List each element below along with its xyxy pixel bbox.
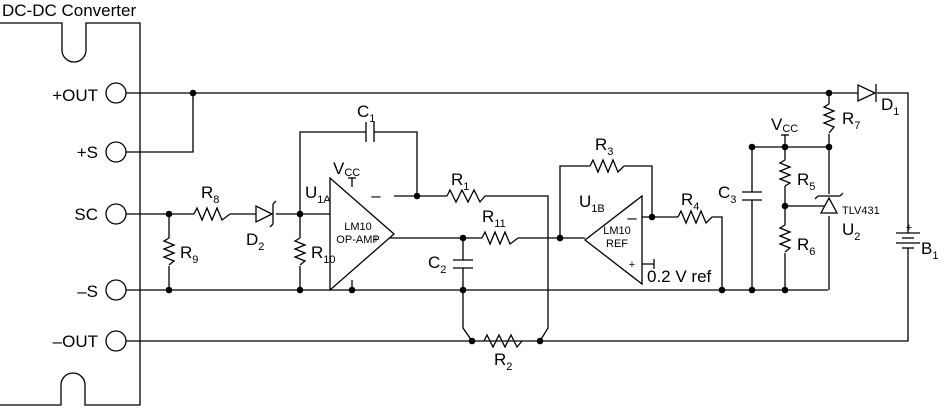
resistor-r3: [589, 158, 625, 174]
junction-dot: [296, 210, 304, 218]
label-d2: D2: [246, 230, 264, 253]
resistor-r1: [446, 188, 486, 204]
terminal-s-pos-label: +S: [77, 143, 98, 162]
vcc-label-u1a: VCC: [333, 159, 360, 179]
u1b-type-label: REF: [606, 238, 628, 250]
label-r5: R5: [797, 170, 815, 193]
u1b-minus-pin: –: [627, 208, 637, 227]
junction-dot: [556, 234, 564, 242]
resistor-r7: [822, 103, 836, 134]
resistor-r11: [481, 230, 519, 246]
label-r10: R10: [311, 243, 336, 266]
opamp-u1a: [329, 176, 395, 292]
label-b1: B1: [921, 239, 938, 262]
label-r7: R7: [842, 109, 860, 132]
junction-dot: [413, 192, 421, 200]
junction-dot: [536, 337, 544, 345]
label-r9: R9: [180, 243, 198, 266]
label-d1: D1: [881, 95, 899, 118]
shunt-regulator-u2: [814, 192, 844, 214]
junction-dot: [781, 286, 789, 294]
label-u1a: U1A: [305, 183, 331, 206]
terminal-s-neg: [105, 279, 127, 301]
capacitor-c1: [365, 122, 375, 142]
diode-d2: [255, 200, 277, 228]
vcc-label-divider: VCC: [771, 115, 798, 135]
terminal-out-neg-label: –OUT: [53, 332, 98, 351]
label-r3: R3: [595, 135, 613, 158]
reference-voltage-label: 0.2 V ref: [647, 267, 712, 286]
opamp-u1b: [583, 194, 643, 286]
label-r1: R1: [451, 170, 469, 193]
junction-dot: [165, 210, 173, 218]
label-c3: C3: [718, 183, 736, 206]
label-r6: R6: [797, 235, 815, 258]
resistor-r10: [293, 237, 307, 266]
u1a-minus-pin: –: [371, 186, 381, 205]
terminal-out-neg: [105, 330, 127, 352]
diode-d1: [857, 83, 877, 103]
capacitor-c3: [742, 191, 762, 201]
junction-dot: [825, 89, 833, 97]
label-c2: C2: [428, 253, 446, 276]
battery-plus-sign: +: [906, 222, 912, 234]
junction-dot: [648, 213, 656, 221]
battery-b1: [896, 232, 920, 249]
label-r4: R4: [681, 190, 699, 213]
junction-dot: [296, 286, 304, 294]
u1b-part-label: LM10: [603, 225, 631, 237]
terminal-sc: [105, 203, 127, 225]
terminal-out-pos-label: +OUT: [52, 86, 98, 105]
junction-dot: [825, 143, 833, 151]
junction-dot: [748, 286, 756, 294]
junction-dot: [781, 143, 789, 151]
label-u2: U2: [842, 220, 860, 243]
junction-dot: [748, 143, 756, 151]
terminal-s-pos: [105, 141, 127, 163]
resistor-r2: [483, 333, 523, 349]
wiring: [126, 92, 909, 342]
junction-dot: [459, 286, 467, 294]
resistor-r5: [778, 159, 792, 187]
label-r8: R8: [201, 183, 219, 206]
label-u1b: U1B: [579, 192, 605, 215]
terminal-sc-label: SC: [74, 205, 98, 224]
resistor-r4: [677, 209, 713, 225]
label-r11: R11: [482, 207, 506, 230]
junction-dot: [718, 286, 726, 294]
label-tlv431: TLV431: [842, 205, 880, 217]
junction-dot: [348, 286, 356, 294]
junction-dot: [189, 89, 197, 97]
u1b-plus-pin: +: [629, 259, 635, 271]
converter-title: DC-DC Converter: [2, 1, 136, 20]
junction-dot: [468, 337, 476, 345]
capacitor-c2: [453, 259, 473, 269]
junction-dot: [781, 202, 789, 210]
resistor-r9: [162, 237, 176, 266]
u1a-part-label: LM10: [344, 221, 372, 233]
terminal-s-neg-label: –S: [77, 282, 98, 301]
resistor-r6: [778, 224, 792, 253]
terminal-out-pos: [105, 82, 127, 104]
u1a-plus-pin: +: [373, 234, 379, 246]
label-r2: R2: [494, 350, 512, 373]
junctions: [165, 89, 833, 345]
label-c1: C1: [357, 102, 375, 125]
junction-dot: [165, 286, 173, 294]
junction-dot: [459, 234, 467, 242]
u1a-type-label: OP-AMP: [336, 234, 379, 246]
resistor-r8: [193, 206, 231, 222]
terminals: [105, 82, 127, 352]
